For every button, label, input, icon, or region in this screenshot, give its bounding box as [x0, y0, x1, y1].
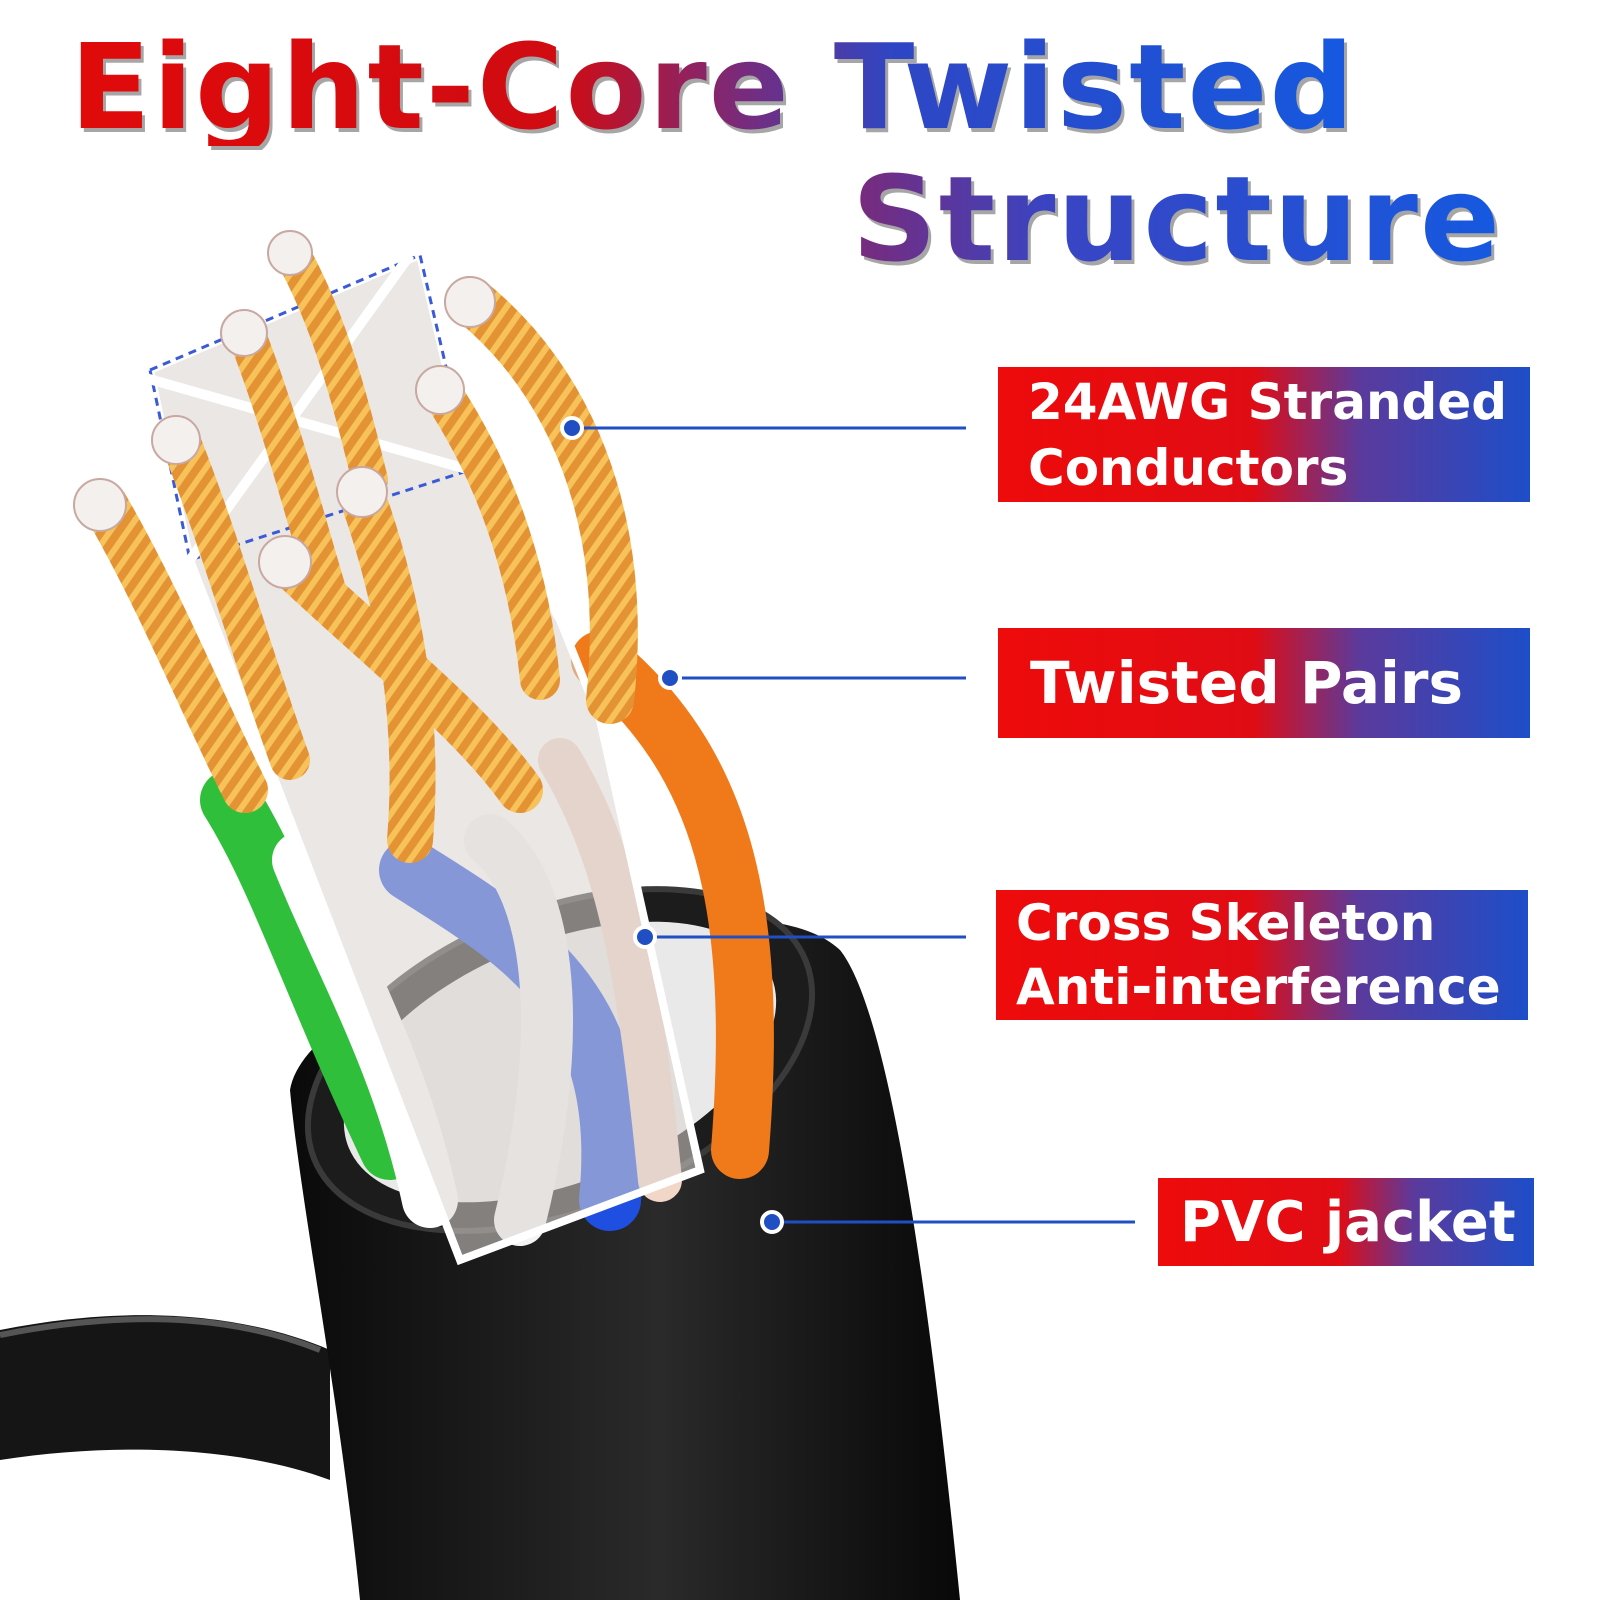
callout-skeleton-line1: Cross Skeleton — [1016, 894, 1436, 952]
callout-jacket-line1: PVC jacket — [1180, 1189, 1516, 1255]
callout-pvc-jacket: PVC jacket — [1158, 1178, 1534, 1266]
leader-skeleton — [633, 925, 966, 949]
callout-twisted-pairs: Twisted Pairs — [998, 628, 1530, 738]
callout-skeleton-line2: Anti-interference — [1016, 958, 1501, 1016]
callout-pairs-line1: Twisted Pairs — [1030, 649, 1464, 717]
callout-conductors-line1: 24AWG Stranded — [1028, 372, 1508, 431]
leader-pairs — [658, 666, 966, 690]
cable-coil-icon — [0, 1315, 330, 1480]
callout-conductors-line2: Conductors — [1028, 438, 1349, 497]
title-line-2: Structure — [851, 150, 1502, 288]
copper-strand-icon — [82, 232, 638, 863]
strand-bundle-caps — [73, 230, 496, 589]
callout-cross-skeleton: Cross Skeleton Anti-interference — [996, 890, 1528, 1020]
leader-conductors — [560, 416, 966, 440]
callout-stranded-conductors: 24AWG Stranded Conductors — [998, 367, 1530, 502]
leader-jacket — [760, 1210, 1135, 1234]
title-line-1: Eight-Core Twisted — [70, 18, 1357, 156]
